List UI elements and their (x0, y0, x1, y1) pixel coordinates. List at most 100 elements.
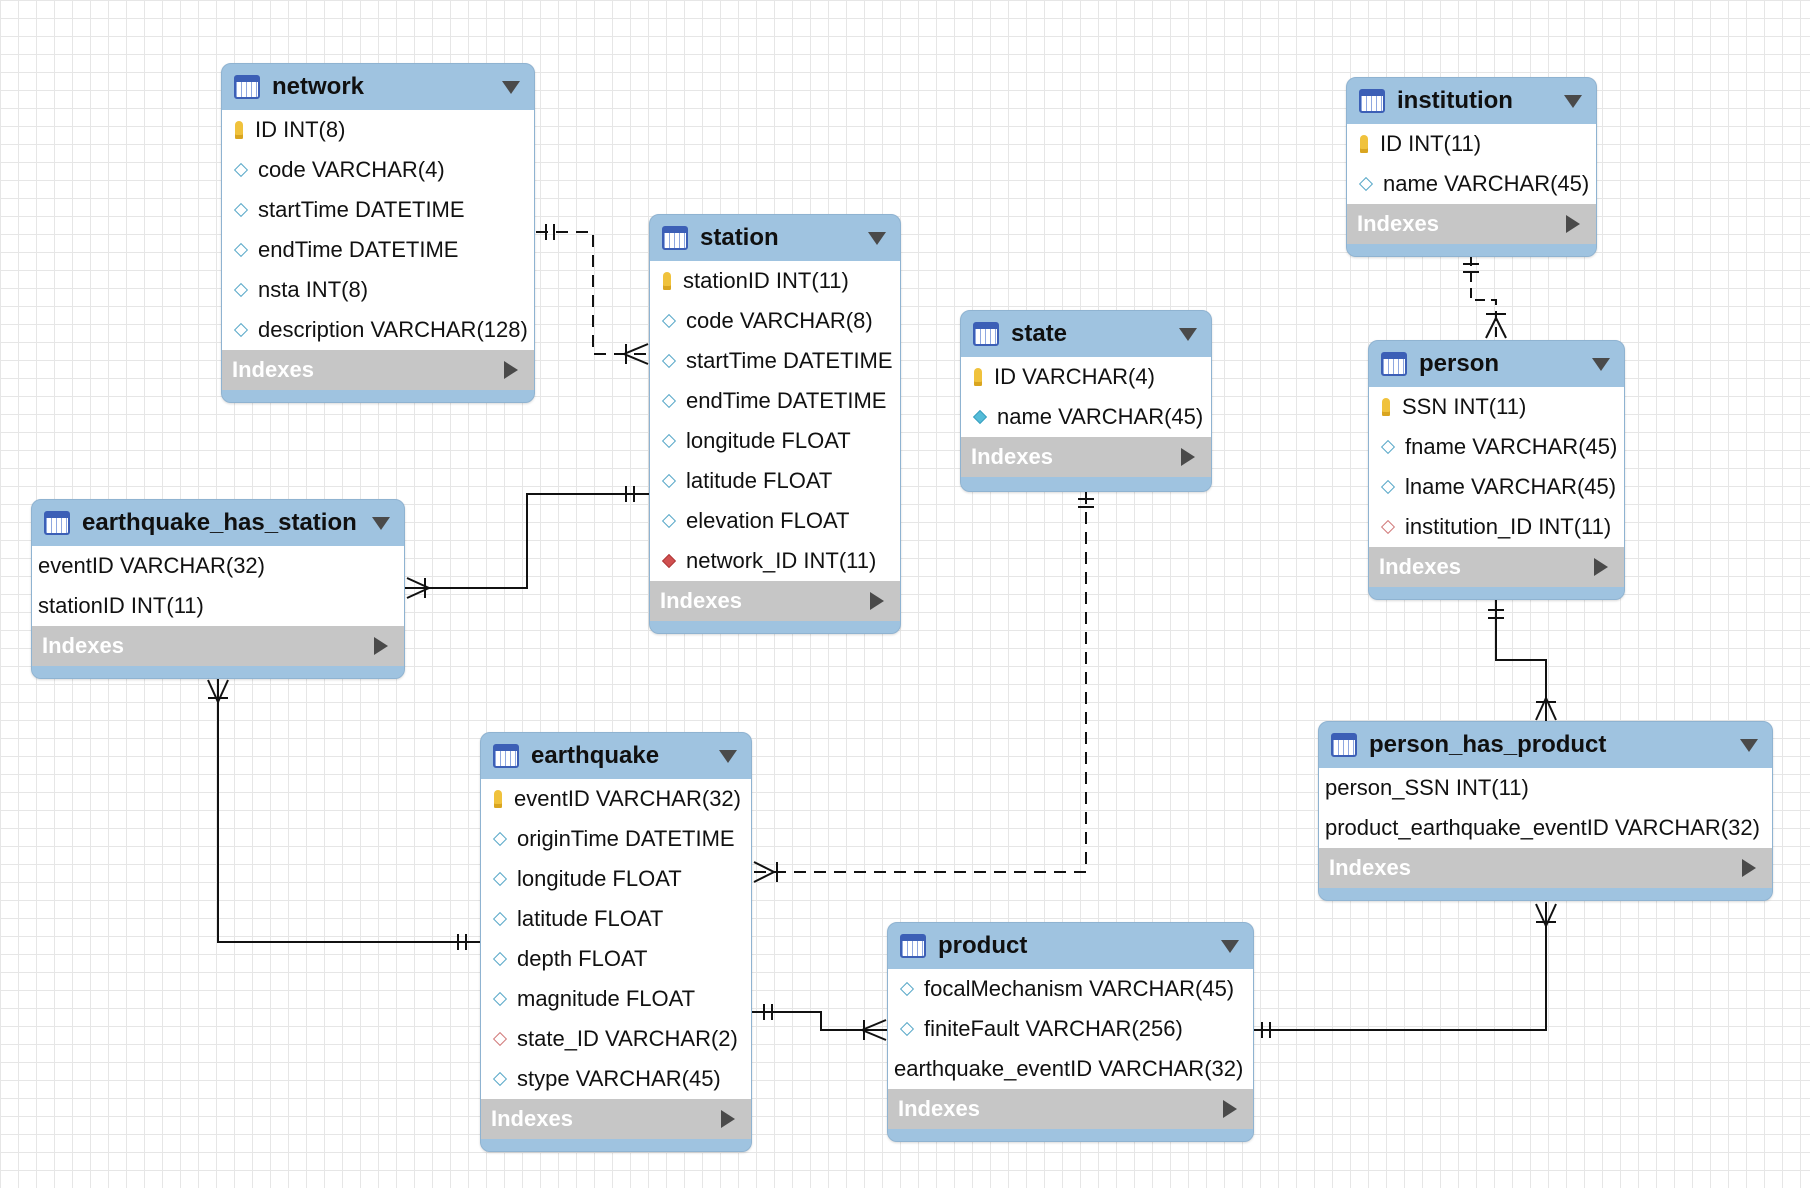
column-label: description VARCHAR(128) (258, 317, 528, 342)
play-arrow-icon[interactable] (1181, 448, 1195, 466)
play-arrow-icon[interactable] (1223, 1100, 1237, 1118)
column-label: endTime DATETIME (258, 237, 459, 262)
indexes-bar[interactable]: Indexes (222, 350, 534, 390)
triangle-down-icon[interactable] (1740, 738, 1758, 752)
column-label: longitude FLOAT (517, 866, 682, 891)
table-footer (650, 621, 900, 633)
column-row: person_SSN INT(11) (1319, 768, 1772, 808)
table-network[interactable]: network ID INT(8) code VARCHAR(4) startT… (221, 63, 535, 403)
triangle-down-icon[interactable] (1564, 94, 1582, 108)
table-person-has-product[interactable]: person_has_product person_SSN INT(11) pr… (1318, 721, 1773, 901)
table-person[interactable]: person SSN INT(11) fname VARCHAR(45) lna… (1368, 340, 1625, 600)
column-label: magnitude FLOAT (517, 986, 696, 1011)
table-institution[interactable]: institution ID INT(11) name VARCHAR(45) … (1346, 77, 1597, 257)
triangle-down-icon[interactable] (1179, 327, 1197, 341)
table-state[interactable]: state ID VARCHAR(4) name VARCHAR(45) Ind… (960, 310, 1212, 492)
indexes-bar[interactable]: Indexes (650, 581, 900, 621)
diamond-icon (661, 513, 677, 529)
column-row: endTime DATETIME (650, 381, 900, 421)
table-footer (1347, 244, 1596, 256)
play-arrow-icon[interactable] (504, 361, 518, 379)
indexes-bar[interactable]: Indexes (1347, 204, 1596, 244)
table-footer (961, 477, 1211, 491)
table-icon (1359, 89, 1385, 113)
diamond-icon (492, 951, 508, 967)
column-row: endTime DATETIME (222, 230, 534, 270)
table-header[interactable]: earthquake_has_station (32, 500, 404, 546)
column-row: description VARCHAR(128) (222, 310, 534, 350)
column-row: stationID INT(11) (32, 586, 404, 626)
triangle-down-icon[interactable] (719, 749, 737, 763)
column-label: name VARCHAR(45) (1383, 171, 1590, 196)
triangle-down-icon[interactable] (1221, 939, 1239, 953)
table-header[interactable]: product (888, 923, 1253, 969)
column-label: product_earthquake_eventID VARCHAR(32) (1325, 815, 1760, 840)
indexes-bar[interactable]: Indexes (1319, 848, 1772, 888)
column-row: startTime DATETIME (222, 190, 534, 230)
table-header[interactable]: station (650, 215, 900, 261)
play-arrow-icon[interactable] (1742, 859, 1756, 877)
column-row: depth FLOAT (481, 939, 751, 979)
table-header[interactable]: person_has_product (1319, 722, 1772, 768)
indexes-bar[interactable]: Indexes (32, 626, 404, 666)
column-row: stype VARCHAR(45) (481, 1059, 751, 1099)
column-row: code VARCHAR(8) (650, 301, 900, 341)
triangle-down-icon[interactable] (868, 231, 886, 245)
red-diamond-icon (492, 1031, 508, 1047)
table-footer (481, 1139, 751, 1151)
column-label: focalMechanism VARCHAR(45) (924, 976, 1235, 1001)
table-product[interactable]: product focalMechanism VARCHAR(45) finit… (887, 922, 1254, 1142)
column-label: code VARCHAR(8) (686, 308, 873, 333)
column-label: latitude FLOAT (686, 468, 833, 493)
table-header[interactable]: network (222, 64, 534, 110)
indexes-label: Indexes (898, 1096, 980, 1121)
diamond-icon (661, 393, 677, 409)
column-label: stype VARCHAR(45) (517, 1066, 721, 1091)
triangle-down-icon[interactable] (1592, 357, 1610, 371)
table-earthquake-has-station[interactable]: earthquake_has_station eventID VARCHAR(3… (31, 499, 405, 679)
column-row: name VARCHAR(45) (1347, 164, 1596, 204)
table-header[interactable]: institution (1347, 78, 1596, 124)
table-header[interactable]: earthquake (481, 733, 751, 779)
diamond-icon (899, 1021, 915, 1037)
diamond-icon (661, 473, 677, 489)
relation-state-earthquake (752, 492, 1094, 883)
play-arrow-icon[interactable] (1566, 215, 1580, 233)
column-row: code VARCHAR(4) (222, 150, 534, 190)
play-arrow-icon[interactable] (374, 637, 388, 655)
column-label: lname VARCHAR(45) (1405, 474, 1617, 499)
column-label: finiteFault VARCHAR(256) (924, 1016, 1183, 1041)
column-label: name VARCHAR(45) (997, 404, 1204, 429)
indexes-bar[interactable]: Indexes (481, 1099, 751, 1139)
triangle-down-icon[interactable] (502, 80, 520, 94)
key-icon (1360, 135, 1368, 153)
key-icon (663, 272, 671, 290)
relation-earthquake-product (752, 1004, 888, 1041)
play-arrow-icon[interactable] (721, 1110, 735, 1128)
table-earthquake[interactable]: earthquake eventID VARCHAR(32) originTim… (480, 732, 752, 1152)
column-row: latitude FLOAT (650, 461, 900, 501)
table-header[interactable]: person (1369, 341, 1624, 387)
column-row: originTime DATETIME (481, 819, 751, 859)
diamond-icon (492, 911, 508, 927)
play-arrow-icon[interactable] (1594, 558, 1608, 576)
column-label: nsta INT(8) (258, 277, 369, 302)
triangle-down-icon[interactable] (372, 516, 390, 530)
diamond-icon (492, 1071, 508, 1087)
table-header[interactable]: state (961, 311, 1211, 357)
column-label: network_ID INT(11) (686, 548, 877, 573)
play-arrow-icon[interactable] (870, 592, 884, 610)
table-title: state (1011, 320, 1068, 347)
indexes-label: Indexes (232, 357, 314, 382)
indexes-bar[interactable]: Indexes (888, 1089, 1253, 1129)
table-title: network (272, 73, 365, 100)
indexes-bar[interactable]: Indexes (961, 437, 1211, 477)
indexes-bar[interactable]: Indexes (1369, 547, 1624, 587)
column-label: ID INT(8) (255, 117, 346, 142)
table-title: person (1419, 350, 1500, 377)
relation-institution-person (1463, 256, 1507, 340)
table-station[interactable]: station stationID INT(11) code VARCHAR(8… (649, 214, 901, 634)
column-row: network_ID INT(11) (650, 541, 900, 581)
table-icon (493, 744, 519, 768)
